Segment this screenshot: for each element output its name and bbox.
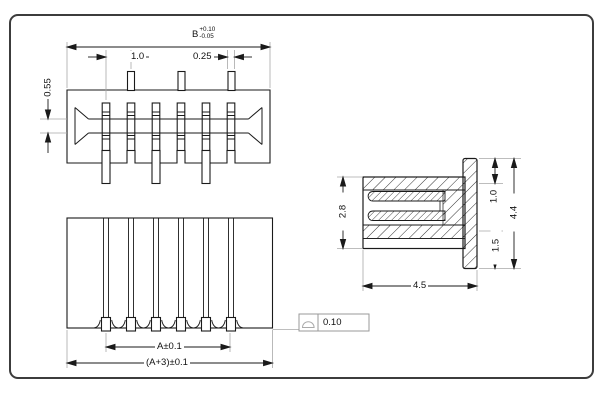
section-bottom-band <box>362 238 466 249</box>
front-view-fillets <box>93 319 244 329</box>
top-view-body <box>66 89 271 164</box>
section-top-wall <box>362 176 466 191</box>
section-contact-upper <box>367 191 446 202</box>
section-contact-lower <box>367 210 446 221</box>
tol-minus: -0.05 <box>199 33 214 40</box>
feature-control-frame <box>298 313 370 332</box>
profile-of-surface-icon <box>301 321 315 328</box>
front-view-feet <box>100 316 237 332</box>
dim-pin-span: A±0.1 <box>155 341 184 352</box>
dim-pin-width: 0.25 <box>191 50 214 62</box>
top-view-upper-pins <box>126 70 236 92</box>
dim-slot-height: 0.55 <box>42 78 54 97</box>
section-back-wall <box>442 189 466 226</box>
dim-flange-bottom: 1.5 <box>490 226 501 265</box>
dim-top-width-letter: B <box>192 29 199 40</box>
dim-body-height: 2.8 <box>337 192 348 231</box>
frame-tolerance-value: 0.10 <box>323 317 342 328</box>
top-view <box>66 70 271 185</box>
tol-plus: +0.10 <box>199 26 216 33</box>
section-bottom-wall <box>362 224 466 239</box>
dim-flange-height: 4.4 <box>508 193 519 232</box>
front-view-body <box>66 217 274 329</box>
drawing-border <box>9 14 594 379</box>
front-view-slots <box>103 218 234 318</box>
dim-flange-top: 1.0 <box>488 189 499 204</box>
dim-overall-width: (A+3)±0.1 <box>144 356 190 368</box>
dim-pin-pitch: 1.0 <box>129 50 147 62</box>
front-view <box>66 217 274 332</box>
dim-top-width-tolerances: +0.10 -0.05 <box>199 26 215 40</box>
top-view-channel <box>74 107 263 145</box>
section-view <box>362 157 478 270</box>
dim-top-width: B +0.10 -0.05 <box>192 26 215 40</box>
dim-body-depth: 4.5 <box>411 280 429 291</box>
top-view-lower-pins <box>101 149 211 185</box>
top-view-contact-slots <box>101 102 236 152</box>
section-flange <box>462 157 478 270</box>
